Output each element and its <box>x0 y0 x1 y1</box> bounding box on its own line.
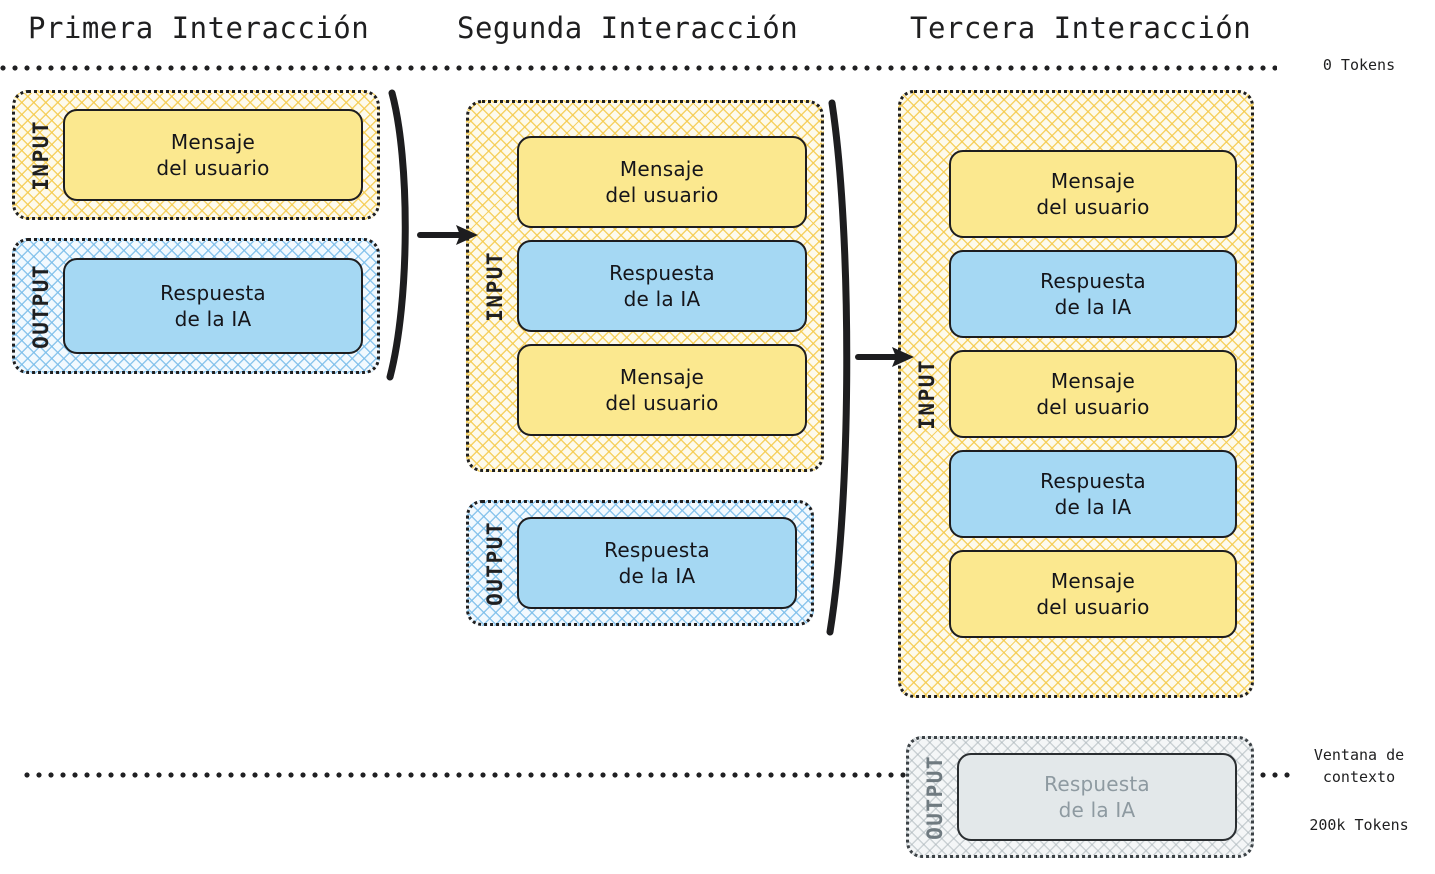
bubble-user-message: Mensaje del usuario <box>949 550 1237 638</box>
bubble-ai-response: Respuesta de la IA <box>517 240 807 332</box>
brace-curve-1 <box>386 89 409 381</box>
bubble-ai-response: Respuesta de la IA <box>517 517 797 609</box>
bubble-user-message: Mensaje del usuario <box>63 109 363 201</box>
group-label-output: OUTPUT <box>923 754 947 840</box>
bubble-user-message: Mensaje del usuario <box>949 150 1237 238</box>
group-stack: Respuesta de la IA <box>507 503 811 623</box>
group-label-output: OUTPUT <box>483 520 507 606</box>
group-output-third-interaction-truncated: OUTPUT Respuesta de la IA <box>906 736 1254 858</box>
group-label-output: OUTPUT <box>29 263 53 349</box>
group-stack: Respuesta de la IA <box>53 241 377 371</box>
arrow-second-to-third <box>855 347 914 367</box>
group-stack: Mensaje del usuario Respuesta de la IA M… <box>939 93 1251 695</box>
annotation-context-window: Ventana de contexto <box>1313 746 1405 786</box>
arrow-first-to-second <box>417 225 478 245</box>
group-output-second-interaction: OUTPUT Respuesta de la IA <box>466 500 814 626</box>
annotation-200k-tokens: 200k Tokens <box>1309 816 1409 834</box>
token-limit-line-bottom <box>24 772 1294 778</box>
group-stack: Mensaje del usuario Respuesta de la IA M… <box>507 103 821 469</box>
group-input-first-interaction: INPUT Mensaje del usuario <box>12 90 380 220</box>
bubble-ai-response: Respuesta de la IA <box>949 450 1237 538</box>
column-title-first-interaction: Primera Interacción <box>28 11 370 45</box>
group-output-first-interaction: OUTPUT Respuesta de la IA <box>12 238 380 374</box>
group-input-second-interaction: INPUT Mensaje del usuario Respuesta de l… <box>466 100 824 472</box>
bubble-user-message: Mensaje del usuario <box>517 136 807 228</box>
token-limit-line-top <box>0 65 1277 71</box>
annotation-zero-tokens: 0 Tokens <box>1322 56 1396 74</box>
bubble-user-message: Mensaje del usuario <box>517 344 807 436</box>
bubble-user-message: Mensaje del usuario <box>949 350 1237 438</box>
connector-first-to-second <box>386 89 478 381</box>
group-label-input: INPUT <box>29 119 53 191</box>
column-title-third-interaction: Tercera Interacción <box>910 11 1252 45</box>
connector-second-to-third <box>826 99 914 636</box>
group-input-third-interaction: INPUT Mensaje del usuario Respuesta de l… <box>898 90 1254 698</box>
bubble-ai-response: Respuesta de la IA <box>949 250 1237 338</box>
group-stack: Mensaje del usuario <box>53 93 377 217</box>
group-stack: Respuesta de la IA <box>947 739 1251 855</box>
column-title-second-interaction: Segunda Interacción <box>457 11 799 45</box>
bubble-ai-response: Respuesta de la IA <box>63 258 363 354</box>
group-label-input: INPUT <box>483 250 507 322</box>
brace-curve-2 <box>826 99 851 636</box>
bubble-ai-response-truncated: Respuesta de la IA <box>957 753 1237 841</box>
